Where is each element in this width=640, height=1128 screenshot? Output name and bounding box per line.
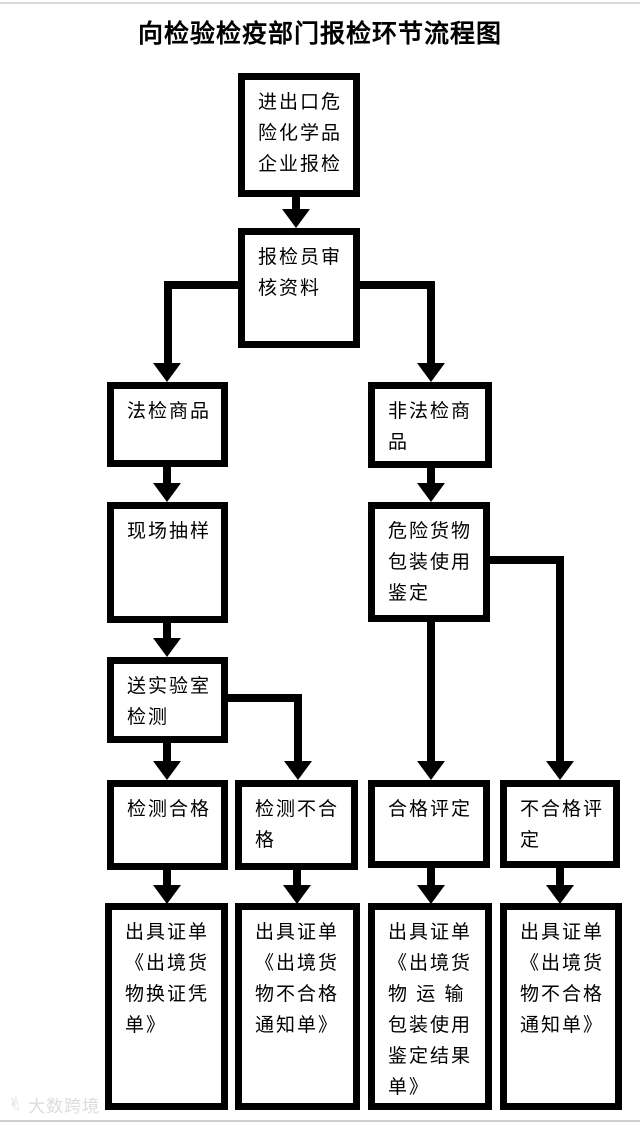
watermark: ✌ 大数跨境: [5, 1092, 101, 1117]
node-cert-fail-notice-right: 出具证单 《出境货 物不合格 通知单》: [500, 903, 622, 1110]
node-appraisal-pass: 合格评定: [368, 780, 490, 868]
connector-nonstatutory-appraisal: [427, 468, 435, 484]
node-enterprise-declaration: 进出口危 险化学品 企业报检: [238, 73, 360, 197]
arrowhead-appraisal-fail: [546, 761, 574, 780]
arrowhead-lab-pass: [153, 761, 181, 780]
connector-lab-fail-h: [228, 694, 302, 702]
node-test-pass: 检测合格: [107, 780, 228, 870]
arrowhead-fail-cert: [283, 885, 311, 904]
connector-review-nonstatutory-h: [360, 281, 435, 289]
arrowhead-nonstatutory-appraisal: [417, 483, 445, 502]
connector-sampling-lab: [163, 623, 171, 639]
arrowhead-lab-fail: [284, 761, 312, 780]
connector-appraisal-fail-h: [490, 556, 564, 564]
arrowhead-sampling-lab: [153, 638, 181, 657]
watermark-text: 大数跨境: [28, 1097, 101, 1116]
connector-pass-cert: [163, 870, 171, 887]
node-cert-appraisal-result: 出具证单 《出境货 物 运 输 包装使用 鉴定结果 单》: [368, 903, 492, 1110]
node-site-sampling: 现场抽样: [107, 502, 228, 623]
arrowhead-statutory-sampling: [153, 483, 181, 502]
arrowhead-apass-cert: [417, 885, 445, 904]
arrowhead-afail-cert: [546, 885, 574, 904]
connector-declaration-review: [292, 197, 300, 211]
arrowhead-review-statutory: [153, 363, 181, 382]
arrowhead-declaration-review: [282, 209, 310, 228]
connector-review-nonstatutory-v: [427, 281, 435, 363]
node-non-statutory-goods: 非法检商 品: [368, 382, 492, 468]
hand-logo-icon: ✌: [5, 1092, 26, 1116]
connector-afail-cert: [556, 868, 564, 887]
node-packaging-appraisal: 危险货物 包装使用 鉴定: [368, 502, 490, 622]
connector-appraisal-pass: [427, 622, 435, 763]
node-appraisal-fail: 不合格评 定: [500, 780, 620, 868]
connector-review-statutory-v: [164, 281, 172, 363]
connector-fail-cert: [293, 870, 301, 887]
node-cert-exchange-voucher: 出具证单 《出境货 物换证凭 单》: [105, 903, 228, 1110]
page-title: 向检验检疫部门报检环节流程图: [137, 20, 502, 48]
node-lab-testing: 送实验室 检测: [107, 657, 228, 743]
connector-review-statutory-h: [164, 281, 238, 289]
node-statutory-goods: 法检商品: [107, 382, 228, 467]
connector-lab-pass: [163, 743, 171, 763]
connector-apass-cert: [427, 868, 435, 887]
node-inspector-review: 报检员审 核资料: [238, 228, 360, 348]
bottom-frame-line: [0, 1120, 640, 1122]
node-cert-fail-notice-left: 出具证单 《出境货 物不合格 通知单》: [235, 903, 360, 1110]
top-frame-line: [0, 2, 640, 4]
node-test-fail: 检测不合 格: [235, 780, 358, 870]
connector-statutory-sampling: [163, 467, 171, 484]
connector-lab-fail-v: [294, 694, 302, 763]
arrowhead-pass-cert: [153, 885, 181, 904]
arrowhead-review-nonstatutory: [417, 363, 445, 382]
connector-appraisal-fail-v: [556, 556, 564, 763]
arrowhead-appraisal-pass: [417, 761, 445, 780]
